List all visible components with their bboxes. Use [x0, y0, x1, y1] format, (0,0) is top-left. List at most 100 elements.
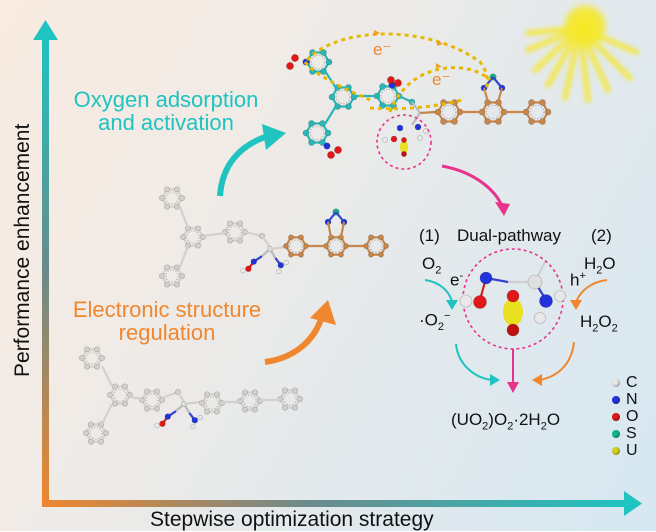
atom: [495, 118, 502, 125]
atom: [195, 242, 201, 249]
atom: [84, 346, 90, 353]
atom: [291, 54, 299, 62]
bond: [244, 230, 263, 238]
aromatic-ring: [289, 239, 303, 253]
pathway1-arrowhead-1: [446, 300, 458, 310]
aromatic-ring: [529, 104, 545, 120]
electron-superscript: -: [459, 270, 464, 282]
bond: [419, 110, 437, 115]
bond: [482, 87, 490, 103]
atom: [245, 265, 252, 272]
atom: [539, 99, 546, 106]
atom: [379, 102, 386, 109]
atom: [83, 430, 89, 436]
atom: [174, 281, 180, 288]
o2-symbol: O: [422, 254, 436, 273]
bond: [129, 395, 143, 401]
atom: [327, 151, 335, 159]
aromatic-ring: [283, 392, 297, 406]
stage-oxygen-adsorption-label: Oxygen adsorption and activation: [52, 88, 280, 134]
aromatic-ring: [441, 104, 457, 120]
molecule-electronic-regulated: [159, 186, 389, 288]
product-sub2: 2: [507, 420, 514, 433]
atom: [159, 420, 166, 427]
water-label: H2O: [584, 254, 616, 276]
bond: [177, 391, 185, 403]
stage2-label-line1: Oxygen adsorption: [73, 87, 259, 112]
water-o: O: [602, 254, 616, 273]
atom: [180, 234, 186, 240]
legend-dot-n: [612, 396, 620, 404]
atom: [484, 118, 491, 125]
atom: [103, 430, 109, 436]
atom: [277, 262, 284, 269]
atom: [197, 414, 203, 421]
bond: [161, 390, 179, 400]
atom: [94, 363, 100, 370]
atom: [204, 391, 210, 398]
hole-label: h+: [570, 270, 586, 291]
atom: [324, 129, 332, 137]
bond: [178, 245, 190, 268]
aromatic-ring: [228, 225, 242, 239]
aromatic-ring: [369, 239, 383, 253]
bond: [183, 400, 201, 406]
y-axis-arrowhead: [33, 20, 58, 40]
atom: [227, 237, 233, 244]
atom: [283, 243, 289, 249]
atom: [164, 203, 170, 210]
bond: [496, 87, 504, 103]
atom: [527, 274, 543, 290]
atom: [308, 120, 315, 127]
bond: [411, 101, 421, 114]
atom: [94, 346, 100, 353]
bond: [411, 112, 421, 126]
stage2-label-line2: and activation: [98, 110, 234, 135]
bond: [178, 206, 190, 229]
product-arrowhead: [507, 382, 519, 393]
electron-label-1: e⁻: [373, 40, 392, 59]
aromatic-ring: [89, 426, 103, 440]
atom: [434, 108, 442, 116]
product-part-b: )O: [488, 410, 508, 429]
atom: [99, 355, 105, 361]
atom: [401, 151, 407, 157]
legend-symbol: N: [626, 391, 638, 408]
aromatic-ring: [329, 239, 343, 253]
atom: [506, 323, 520, 337]
atom: [328, 93, 336, 101]
aromatic-ring: [113, 388, 127, 402]
bond: [202, 231, 226, 238]
aromatic-ring: [85, 351, 99, 365]
arrow-to-oxygen-activation: [217, 133, 269, 197]
bond: [326, 221, 333, 238]
o2-subscript: 2: [435, 264, 442, 277]
aromatic-ring: [310, 54, 326, 70]
atom: [98, 438, 104, 445]
atom: [396, 124, 404, 132]
peroxide-sub2: 2: [611, 322, 618, 335]
atom: [459, 294, 473, 308]
y-axis-title: Performance enhancement: [11, 123, 34, 377]
atom: [368, 251, 374, 258]
bond: [327, 211, 337, 223]
pathway2-arrows: [539, 279, 608, 381]
atom: [345, 103, 352, 110]
atom: [401, 137, 407, 143]
aromatic-ring: [145, 393, 159, 407]
legend-symbol: U: [626, 442, 638, 459]
legend-symbol: O: [626, 408, 639, 425]
atom: [302, 129, 310, 137]
peroxide-sub1: 2: [592, 322, 599, 335]
atom: [240, 267, 246, 274]
atom: [159, 195, 165, 201]
legend-dot-o: [612, 413, 620, 421]
atom: [308, 139, 315, 146]
atom: [378, 251, 384, 258]
bond: [492, 76, 503, 89]
molecule-base: [79, 346, 303, 445]
atom: [276, 268, 282, 275]
aromatic-ring: [186, 230, 200, 244]
superoxide-superscript: −: [444, 310, 451, 322]
